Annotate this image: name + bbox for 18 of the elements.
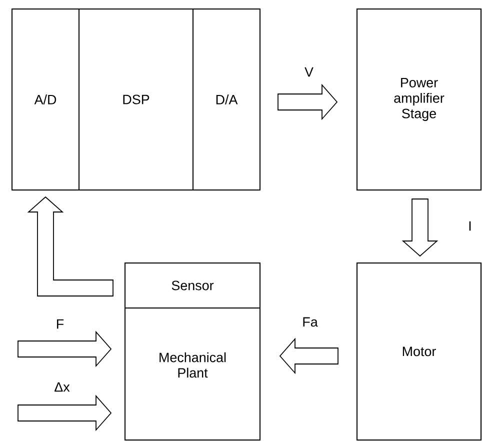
block-arrow	[27, 196, 114, 296]
block-arrow	[18, 330, 112, 368]
sensor-box: Sensor	[124, 262, 260, 308]
edge-label: V	[304, 66, 314, 78]
edge-label: I	[467, 220, 473, 232]
edge-label: F	[54, 318, 66, 330]
block-arrow	[279, 338, 338, 374]
block-arrow	[278, 84, 338, 120]
plant-box: Mechanical Plant	[124, 308, 260, 440]
block-arrow	[18, 394, 112, 432]
edge-label: Δx	[53, 381, 71, 393]
processor-box: DSP	[78, 8, 194, 190]
amplifier-box: Power amplifier Stage	[356, 8, 482, 190]
converter-box: D/A	[192, 8, 260, 190]
converter-box: A/D	[12, 8, 80, 190]
motor-box: Motor	[356, 262, 482, 440]
block-arrow	[402, 198, 438, 257]
edge-label: Fa	[301, 316, 319, 328]
